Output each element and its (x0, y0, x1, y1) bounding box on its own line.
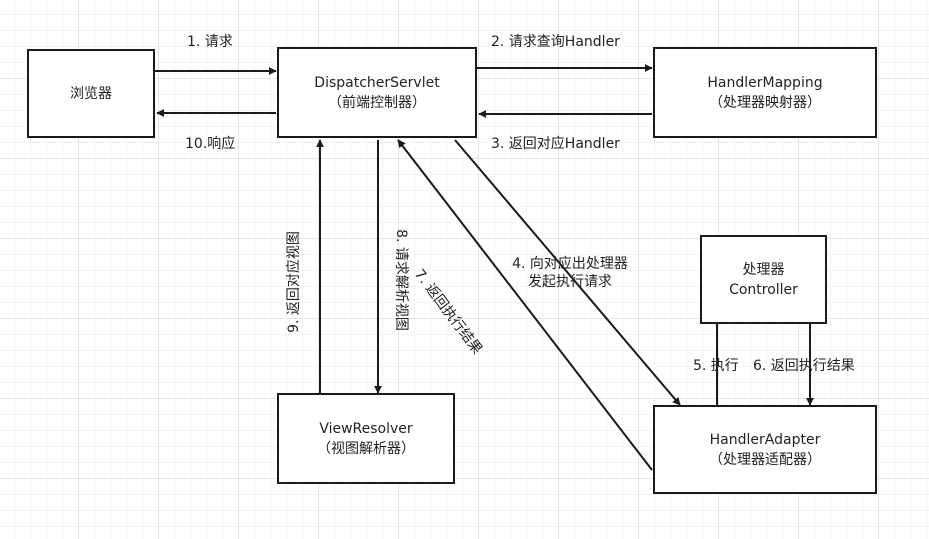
controller-node: 处理器 Controller (700, 235, 827, 324)
handler-mapping-node: HandlerMapping （处理器映射器） (653, 47, 877, 138)
handler-adapter-node: HandlerAdapter （处理器适配器） (653, 405, 877, 494)
browser-node: 浏览器 (27, 49, 155, 138)
handler-adapter-label: HandlerAdapter (709, 431, 821, 448)
edge-label-10: 10.响应 (185, 136, 236, 152)
edge-label-8: 8. 请求解析视图 (393, 229, 409, 331)
browser-node-label: 浏览器 (70, 85, 112, 102)
edge-label-4: 4. 向对应出处理器 发起执行请求 (502, 255, 638, 291)
controller-label: 处理器 (742, 261, 785, 278)
view-resolver-node: ViewResolver （视图解析器） (277, 393, 455, 484)
dispatcher-servlet-node: DispatcherServlet （前端控制器） (277, 47, 477, 138)
arrow-4-execute-request (454, 139, 681, 406)
edge-label-5: 5. 执行 (693, 358, 739, 374)
dispatcher-servlet-sublabel: （前端控制器） (328, 94, 426, 111)
edge-label-6: 6. 返回执行结果 (753, 358, 855, 374)
edge-label-9: 9. 返回对应视图 (286, 231, 302, 333)
edge-label-4-line1: 4. 向对应出处理器 (512, 256, 628, 272)
handler-adapter-sublabel: （处理器适配器） (709, 451, 821, 468)
edge-label-2: 2. 请求查询Handler (491, 34, 620, 50)
view-resolver-sublabel: （视图解析器） (317, 440, 415, 457)
edge-label-1: 1. 请求 (187, 34, 233, 50)
controller-sublabel: Controller (729, 281, 798, 298)
view-resolver-label: ViewResolver (319, 420, 413, 437)
edge-label-3: 3. 返回对应Handler (491, 136, 620, 152)
edge-label-4-line2: 发起执行请求 (528, 274, 612, 290)
dispatcher-servlet-label: DispatcherServlet (314, 74, 440, 91)
handler-mapping-label: HandlerMapping (707, 74, 823, 91)
handler-mapping-sublabel: （处理器映射器） (709, 94, 821, 111)
arrow-7-return-result (397, 139, 653, 471)
